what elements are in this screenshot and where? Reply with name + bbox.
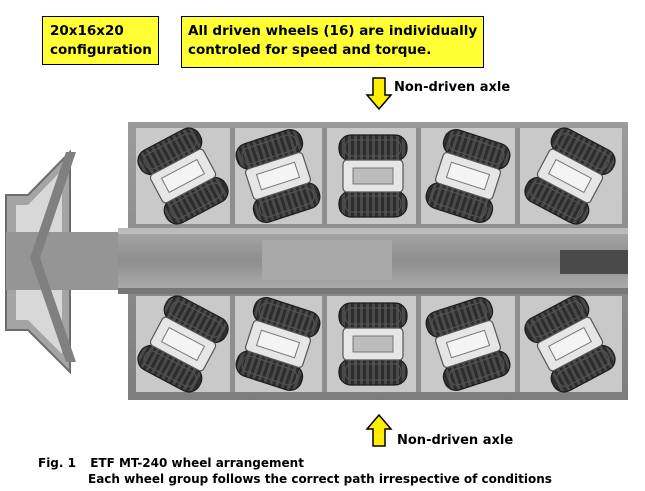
wheel-group-top-2 xyxy=(235,129,321,223)
configuration-note: 20x16x20 configuration xyxy=(42,16,159,65)
configuration-note-line1: 20x16x20 xyxy=(50,23,124,39)
beam-end-block xyxy=(560,250,628,274)
tyre-outer xyxy=(338,134,408,162)
wheel-group-bottom-1 xyxy=(137,295,229,393)
wheel-hub-core xyxy=(547,158,593,194)
wheel-hub-core xyxy=(255,161,301,191)
figure-caption: Fig. 1 ETF MT-240 wheel arrangement xyxy=(38,456,304,470)
up-arrow-icon xyxy=(365,413,393,447)
top-axle-label: Non-driven axle xyxy=(394,80,511,95)
non-driven-wheel-group-bottom-3 xyxy=(338,302,408,386)
tyre-outer xyxy=(235,129,304,170)
wheel-hub-core xyxy=(160,158,206,194)
wheel-hub-core xyxy=(445,161,491,191)
beam-shadow xyxy=(118,288,628,294)
wheel-hub-core xyxy=(445,329,491,359)
figure-title: ETF MT-240 wheel arrangement xyxy=(90,456,304,470)
figure-number: Fig. 1 xyxy=(38,456,76,470)
down-arrow-icon xyxy=(365,77,393,111)
driven-wheels-note: All driven wheels (16) are individually … xyxy=(181,16,484,68)
tyre-inner xyxy=(338,190,408,218)
wheel-groups xyxy=(137,127,616,393)
wheel-hub-core xyxy=(352,167,394,185)
tyre-outer xyxy=(137,127,203,176)
driven-wheels-note-line2: controled for speed and torque. xyxy=(188,42,432,58)
front-hitch xyxy=(5,149,130,375)
wheel-group-bottom-4 xyxy=(425,297,511,391)
wheel-hub-core xyxy=(352,335,394,353)
non-driven-wheel-group-top-3 xyxy=(338,134,408,218)
tyre-outer xyxy=(338,302,408,330)
wheel-group-bottom-2 xyxy=(235,297,321,391)
configuration-note-line2: configuration xyxy=(50,42,152,58)
tyre-inner xyxy=(163,176,229,225)
wheel-group-top-5 xyxy=(524,127,616,225)
tyre-inner xyxy=(338,358,408,386)
beam-highlight xyxy=(118,228,628,234)
wheel-hub-core xyxy=(255,329,301,359)
beam-center-panel xyxy=(262,240,392,280)
frame-dividers xyxy=(230,128,520,392)
main-beam xyxy=(118,228,628,294)
wheel-group-top-4 xyxy=(425,129,511,223)
wheel-hub-core xyxy=(160,326,206,362)
wheel-group-top-1 xyxy=(137,127,229,225)
bottom-axle-label: Non-driven axle xyxy=(397,433,514,448)
figure-subtitle: Each wheel group follows the correct pat… xyxy=(88,472,552,486)
wheel-hub-core xyxy=(547,326,593,362)
hitch-arm xyxy=(30,152,76,362)
hitch-crossbar xyxy=(6,232,130,290)
wheel-group-bottom-5 xyxy=(524,295,616,393)
driven-wheels-note-line1: All driven wheels (16) are individually xyxy=(188,23,478,39)
